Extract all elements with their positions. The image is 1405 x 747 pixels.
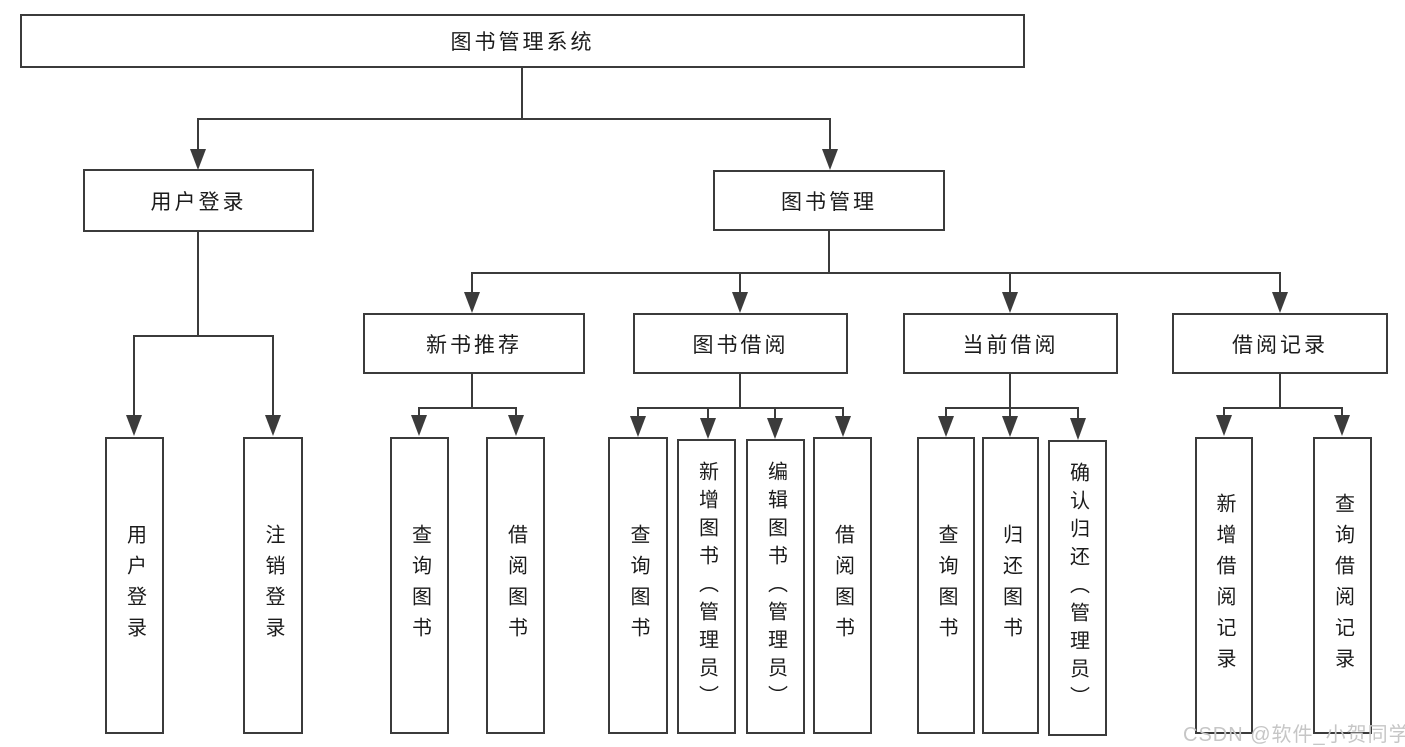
leaf-edit-book-admin-label: 编辑图书（管理员） [764, 460, 787, 713]
connector-bookmgmt-to-level3 [464, 231, 1288, 313]
leaf-borrow-book-2-label: 借阅图书 [831, 523, 854, 648]
leaf-add-book-admin-label: 新增图书（管理员） [695, 460, 718, 713]
connector-newbookrec-to-leaves [411, 374, 524, 436]
leaf-return-book: 归还图书 [982, 437, 1039, 734]
leaf-return-book-label: 归还图书 [999, 523, 1022, 648]
leaf-user-login-label: 用户登录 [123, 523, 146, 648]
leaf-logout: 注销登录 [243, 437, 303, 734]
leaf-query-book-2: 查询图书 [608, 437, 668, 734]
leaf-confirm-return-admin: 确认归还（管理员） [1048, 440, 1107, 736]
connector-currentborrow-to-leaves [938, 374, 1086, 440]
leaf-query-borrow-record: 查询借阅记录 [1313, 437, 1372, 734]
node-book-borrowing: 图书借阅 [633, 313, 848, 374]
node-borrowing-records: 借阅记录 [1172, 313, 1388, 374]
connector-bookborrow-to-leaves [630, 374, 851, 439]
leaf-confirm-return-admin-label: 确认归还（管理员） [1066, 462, 1089, 714]
node-current-borrowing: 当前借阅 [903, 313, 1118, 374]
connector-userlogin-to-leaves [126, 232, 281, 436]
leaf-add-borrow-record: 新增借阅记录 [1195, 437, 1253, 734]
leaf-borrow-book-1: 借阅图书 [486, 437, 545, 734]
leaf-edit-book-admin: 编辑图书（管理员） [746, 439, 805, 734]
leaf-add-borrow-record-label: 新增借阅记录 [1213, 492, 1235, 679]
leaf-logout-label: 注销登录 [262, 523, 284, 648]
leaf-user-login: 用户登录 [105, 437, 164, 734]
leaf-query-book-1: 查询图书 [390, 437, 449, 734]
leaf-query-book-1-label: 查询图书 [408, 523, 431, 648]
connector-borrowrecords-to-leaves [1216, 374, 1350, 436]
leaf-add-book-admin: 新增图书（管理员） [677, 439, 736, 734]
node-user-login: 用户登录 [83, 169, 314, 232]
leaf-query-book-3: 查询图书 [917, 437, 975, 734]
csdn-watermark: CSDN @软件_小贺同学 [1183, 724, 1405, 746]
leaf-query-book-2-label: 查询图书 [627, 523, 649, 648]
leaf-query-book-3-label: 查询图书 [935, 523, 957, 648]
leaf-query-borrow-record-label: 查询借阅记录 [1331, 492, 1354, 679]
connector-root-to-level2 [190, 68, 838, 170]
leaf-borrow-book-2: 借阅图书 [813, 437, 872, 734]
node-new-book-recommendation: 新书推荐 [363, 313, 585, 374]
leaf-borrow-book-1-label: 借阅图书 [504, 523, 527, 648]
node-book-management: 图书管理 [713, 170, 945, 231]
node-root: 图书管理系统 [20, 14, 1025, 68]
